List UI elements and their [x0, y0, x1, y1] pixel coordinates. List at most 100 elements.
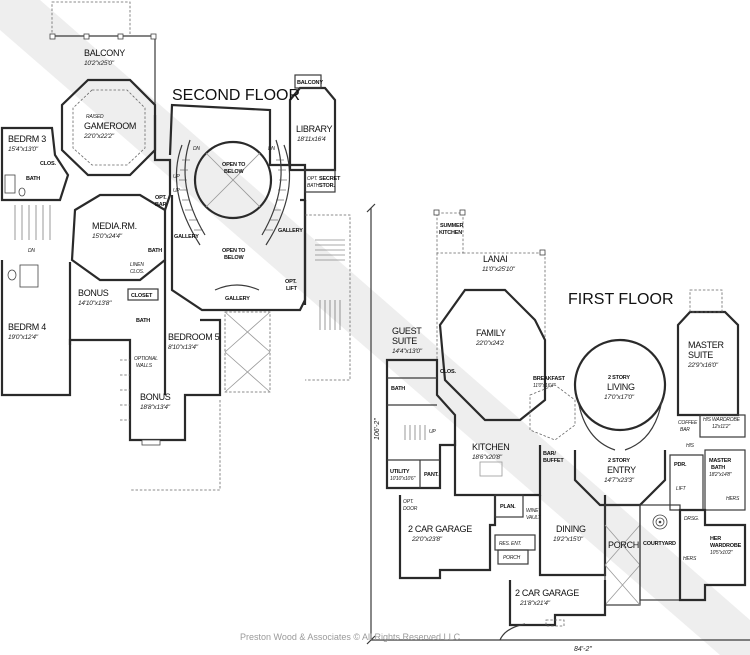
room-label-master-bath-2: BATH [711, 465, 725, 471]
room-label-coffee-bar-2: BAR [680, 427, 690, 433]
second-floor-plan: SECOND FLOOR BALCONY 10'2"x25'0" RAISED … [0, 1, 351, 491]
room-label-open-below-2b: BELOW [224, 255, 244, 261]
breakfast-nook [529, 384, 576, 441]
room-label-opt-bath: OPT. [307, 176, 318, 182]
room-dim-his-wardrobe: 12'x11'2" [712, 424, 730, 430]
room-label-lanai: LANAI [483, 254, 508, 264]
room-label-bath-hall: BATH [148, 248, 162, 254]
room-dim-bonus-2: 18'8"x13'4" [140, 404, 171, 411]
room-label-opt-lift-2: LIFT [286, 286, 298, 292]
room-label-coffee-bar: COFFEE [678, 420, 698, 426]
room-label-pdr: PDR. [674, 462, 687, 468]
room-dim-her-wardrobe: 10'5"x10'2" [710, 550, 733, 556]
room-label-his-wardrobe: HIS [703, 417, 712, 423]
first-floor-title: FIRST FLOOR [568, 291, 674, 308]
room-label-media-room: MEDIA.RM. [92, 221, 137, 231]
room-label-open-below-1b: BELOW [224, 169, 244, 175]
room-prefix-gameroom: RAISED [86, 114, 104, 120]
room-label-her-wardrobe: HER [710, 536, 721, 542]
closet-box [127, 288, 159, 301]
room-label-library-balcony: BALCONY [297, 80, 323, 86]
room-dim-family: 22'0"x24'2 [475, 340, 504, 347]
overall-depth-label: 106'-2" [374, 418, 381, 440]
room-dim-master-suite: 22'9"x16'0" [687, 362, 719, 369]
room-label-bar-buffet: BAR/ [543, 451, 556, 457]
room-label-closet: CLOSET [131, 293, 153, 299]
room-label-linen: LINEN [130, 262, 144, 268]
room-label-plan: PLAN. [500, 504, 516, 510]
room-label-clos-guest: CLOS. [440, 369, 456, 375]
room-label-bath5: BATH [136, 318, 150, 324]
room-dim-kitchen: 18'6"x20'8" [472, 454, 503, 461]
room-dim-gameroom: 22'0"x22'2" [83, 133, 115, 140]
room-label-gameroom: GAMEROOM [84, 121, 136, 131]
garage-1-walls [398, 495, 497, 580]
room-label-bonus-1: BONUS [78, 288, 109, 298]
room-label-opt-bar-2: BAR [155, 202, 167, 208]
room-label-clos-bedrm3: CLOS. [40, 161, 56, 167]
second-floor-outline [0, 260, 222, 442]
room-label-bath-bedrm3: BATH [26, 176, 40, 182]
room-label-dining: DINING [556, 524, 586, 534]
room-label-bedrm3: BEDRM 3 [8, 134, 46, 144]
library-balcony-box [294, 74, 322, 89]
room-label-utility: UTILITY [390, 469, 410, 475]
room-label-living: LIVING [607, 382, 635, 392]
room-label-family: FAMILY [476, 328, 506, 338]
first-floor-plan: 106'-2" 84'-2" [366, 203, 750, 653]
bedrm3-walls [0, 126, 70, 202]
room-label-opt-door-2: DOOR [403, 506, 418, 512]
room-dim-lanai: 11'0"x25'10" [482, 266, 516, 273]
room-label-library: LIBRARY [296, 124, 333, 134]
room-label-gallery-left: GALLERY [174, 234, 199, 240]
room-label-summer-kitchen: SUMMER [440, 223, 463, 229]
overall-width-label: 84'-2" [574, 646, 592, 653]
room-label-bedrm4: BEDRM 4 [8, 322, 46, 332]
room-label-optional-walls-2: WALLS [136, 363, 153, 369]
stair-label-dn-3: DN [28, 248, 35, 254]
his-wardrobe-box [699, 414, 746, 438]
summer-kitchen-box [436, 212, 464, 254]
stair-label-up: UP [429, 429, 436, 435]
stair-label-dn-2: DN [268, 146, 275, 152]
room-label-his-wardrobe-2: WARDROBE [712, 417, 741, 423]
room-label-secret-stor-2: STOR. [319, 183, 335, 189]
room-label-porch-small: PORCH [503, 555, 521, 561]
her-wardrobe-walls [678, 508, 747, 602]
room-label-her-wardrobe-2: WARDROBE [710, 543, 742, 549]
room-label-opt-door: OPT. [403, 499, 414, 505]
watermark-text: Preston Wood & Associates © All Rights R… [240, 632, 461, 642]
room-label-garage-1: 2 CAR GARAGE [408, 524, 472, 534]
open-to-below-circle [193, 140, 273, 220]
second-floor-title: SECOND FLOOR [172, 87, 300, 104]
room-dim-bedroom5: 8'10"x13'4" [168, 344, 199, 351]
room-label-open-below-1: OPEN TO [222, 162, 246, 168]
room-dim-bedrm3: 15'4"x13'0" [8, 146, 39, 153]
master-bath-box [704, 449, 746, 511]
room-label-bedroom5: BEDROOM 5 [168, 332, 220, 342]
room-label-pant: PANT. [424, 472, 439, 478]
room-dim-bonus-1: 14'10"x13'8" [78, 300, 112, 307]
room-label-kitchen: KITCHEN [472, 442, 509, 452]
room-label-bar-buffet-2: BUFFET [543, 458, 564, 464]
family-room-walls [438, 288, 547, 422]
room-dim-entry: 14'7"x23'3" [604, 477, 635, 484]
room-prefix-living: 2 STORY [608, 375, 630, 381]
room-label-gallery-bottom: GALLERY [225, 296, 250, 302]
room-label-guest-suite-2: SUITE [392, 336, 417, 346]
living-rotunda [573, 338, 667, 432]
room-label-master-suite: MASTER [688, 340, 725, 350]
room-label-wine-vault-2: VAULT [526, 515, 542, 521]
room-label-porch: PORCH [608, 540, 639, 550]
room-label-optional-walls: OPTIONAL [134, 356, 158, 362]
room-dim-utility: 10'10"x10'6" [390, 476, 415, 482]
room-label-master-suite-2: SUITE [688, 350, 713, 360]
room-label-wine-vault: WINE [526, 508, 539, 514]
room-dim-breakfast: 11'0"x16'4" [533, 383, 555, 389]
room-label-hers-2: HERS [726, 496, 740, 502]
room-label-opt-bar: OPT. [155, 195, 167, 201]
room-label-linen-2: CLOS. [130, 269, 144, 275]
